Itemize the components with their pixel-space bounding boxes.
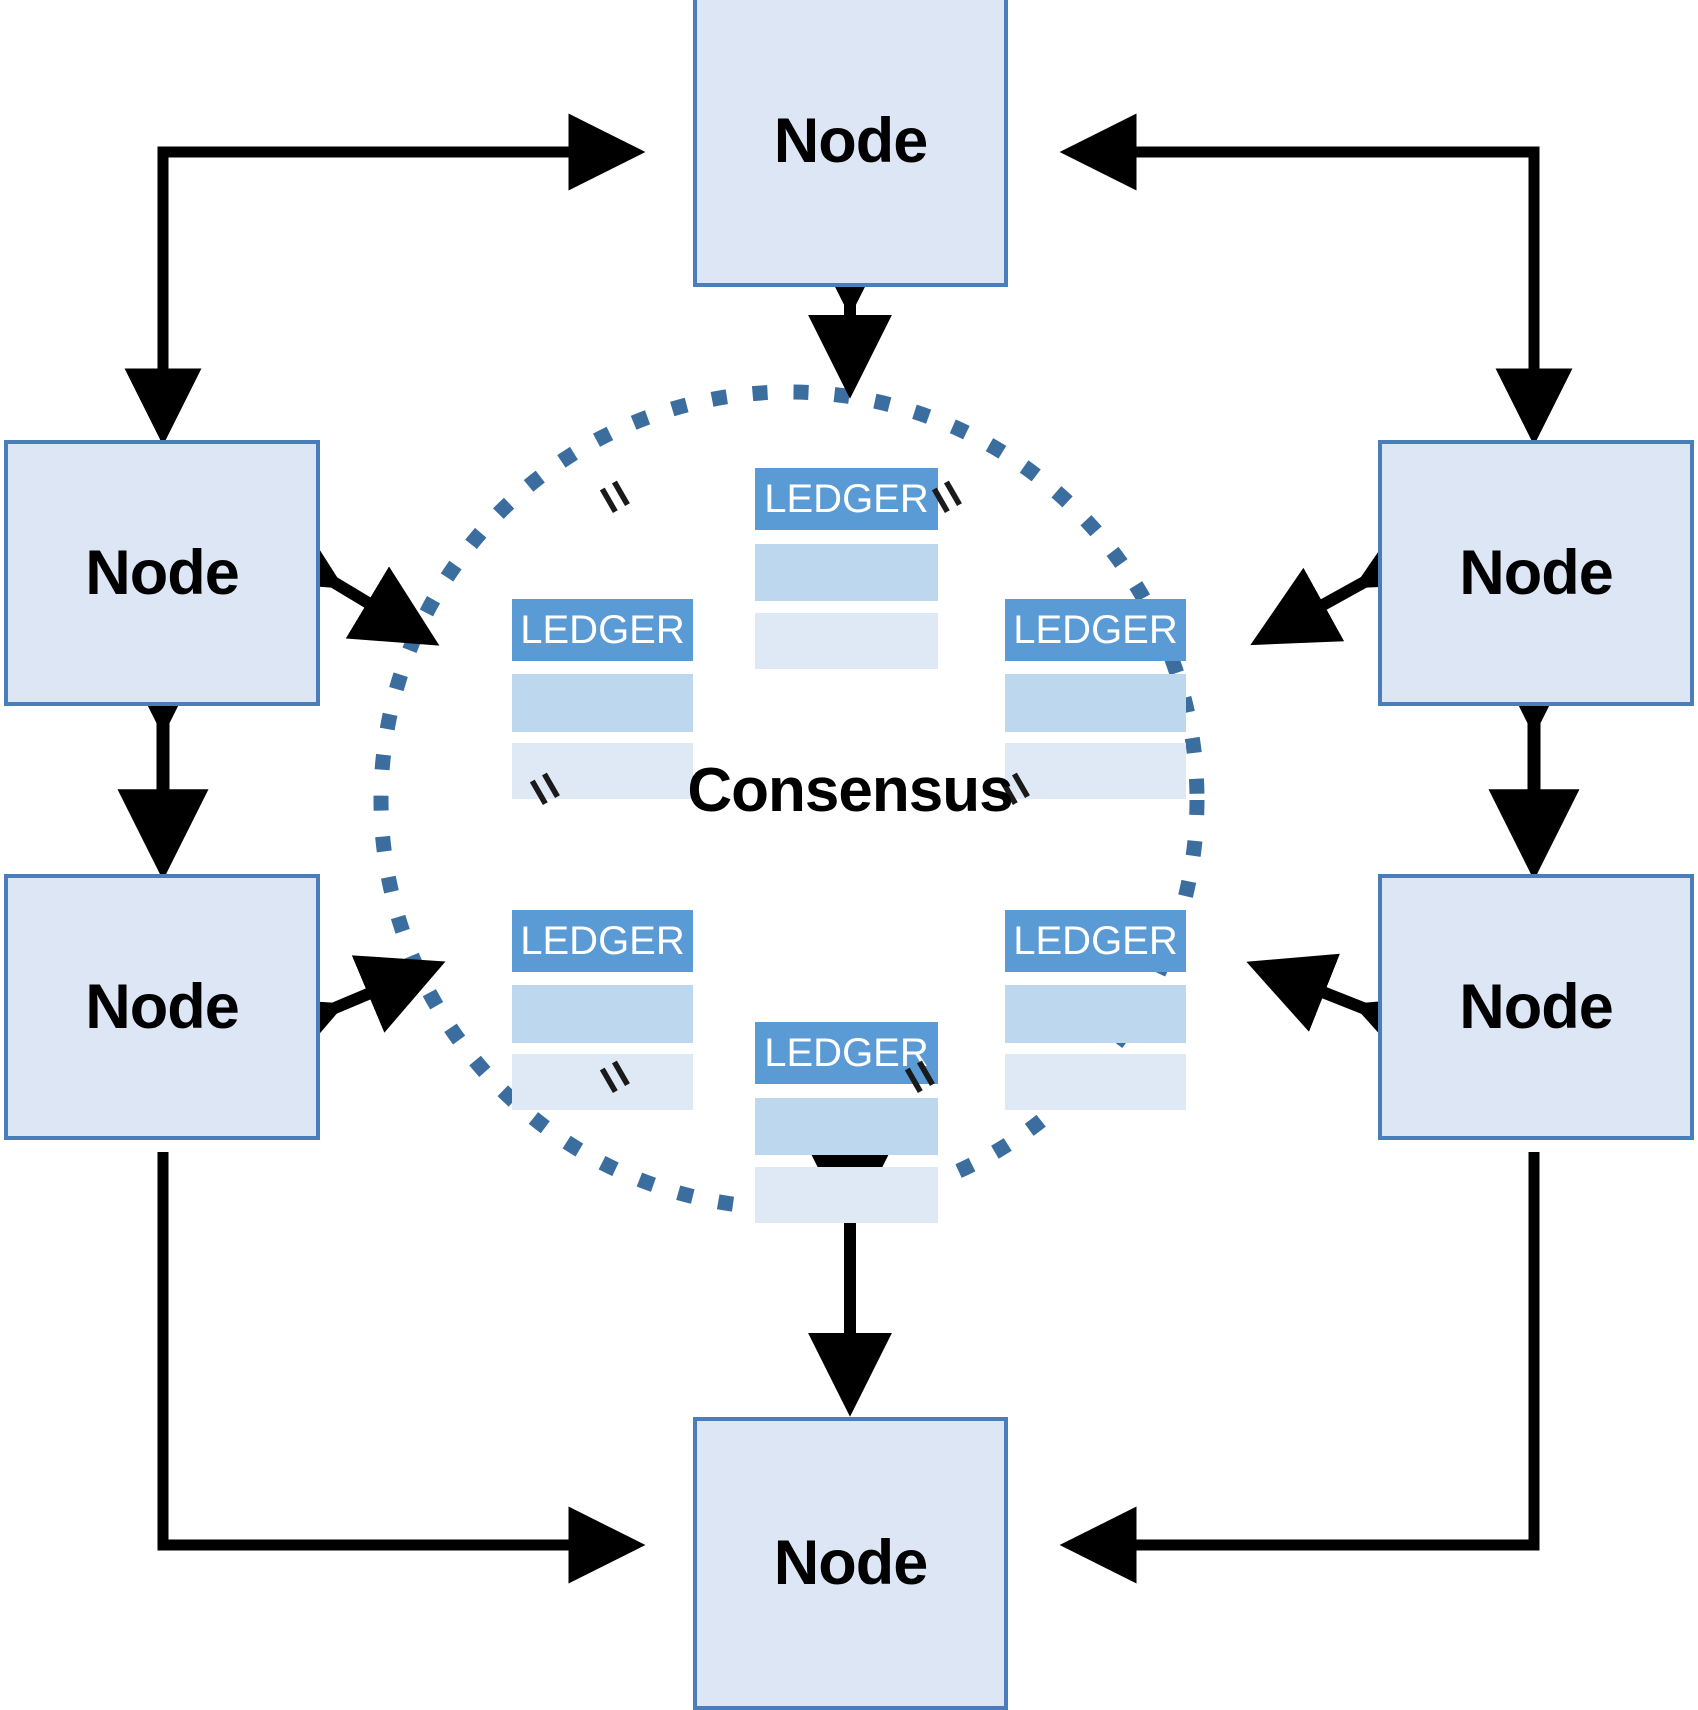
ledger-row-2 [512,1054,693,1110]
ledger-header: LEDGER [512,910,693,972]
consensus-circle [373,384,1205,1216]
ledger-row-1 [512,674,693,732]
node-right-upper[interactable]: Node [1378,440,1694,706]
ledger-upper-right[interactable]: LEDGER [1005,599,1186,799]
ledger-row-1 [1005,985,1186,1043]
ledger-row-2 [1005,1054,1186,1110]
node-label: Node [85,537,239,608]
ledger-bottom[interactable]: LEDGER [755,1022,938,1223]
node-left-upper[interactable]: Node [4,440,320,706]
ledger-row-2 [755,613,938,669]
consensus-label: Consensus [687,756,1013,825]
ledger-row-2 [512,743,693,799]
ledger-lower-right[interactable]: LEDGER [1005,910,1186,1110]
arrow-rightupper-to-top [1059,113,1540,430]
ledger-row-1 [1005,674,1186,732]
node-bottom[interactable]: Node [693,1417,1008,1710]
node-label: Node [773,1528,928,1598]
node-label: Node [1459,537,1613,608]
node-label: Node [85,971,239,1042]
ledger-header: LEDGER [755,1022,938,1084]
node-right-lower[interactable]: Node [1378,874,1694,1140]
ledger-row-1 [755,544,938,601]
arrow-leftupper-to-top [157,113,646,430]
arrow-rightlower-to-consensus [1246,953,1446,1074]
arrow-rightlower-to-bottom [1059,1152,1540,1584]
ledger-upper-left[interactable]: LEDGER [512,599,693,799]
arrow-leftlower-to-bottom [157,1152,646,1584]
arrow-leftupper-to-consensus [250,509,440,646]
ledger-header: LEDGER [512,599,693,661]
ledger-header: LEDGER [1005,599,1186,661]
ledger-header: LEDGER [755,468,938,530]
ledger-row-1 [755,1098,938,1155]
arrow-leftlower-to-consensus [251,955,446,1075]
arrow-rightupper-to-consensus [1250,510,1448,646]
ledger-row-2 [755,1167,938,1223]
ledger-header: LEDGER [1005,910,1186,972]
node-label: Node [1459,971,1613,1042]
node-top[interactable]: Node [693,0,1008,287]
node-left-lower[interactable]: Node [4,874,320,1140]
ledger-lower-left[interactable]: LEDGER [512,910,693,1110]
ledger-row-2 [1005,743,1186,799]
ledger-row-1 [512,985,693,1043]
ledger-top[interactable]: LEDGER [755,468,938,669]
node-label: Node [773,106,928,176]
